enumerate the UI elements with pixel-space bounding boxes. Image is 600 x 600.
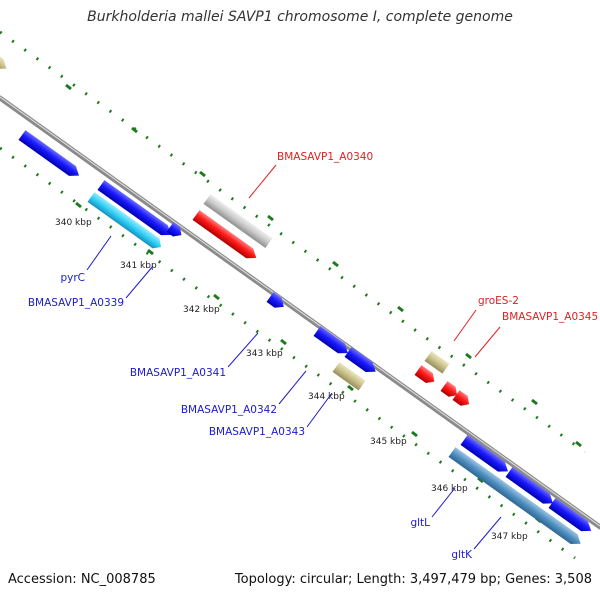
kbp-label-346: 346 kbp [431, 484, 468, 494]
chromosome-backbone [0, 95, 600, 530]
label-gltK[interactable]: gltK [451, 549, 473, 561]
label-gltL[interactable]: gltL [410, 517, 430, 529]
kbp-label-341: 341 kbp [120, 261, 157, 271]
accession-text: Accession: NC_008785 [8, 572, 156, 587]
gene-pyrC[interactable] [87, 192, 165, 252]
label-a0345[interactable]: BMASAVP1_A0345 [502, 311, 598, 323]
gene-small-blue-2[interactable] [266, 292, 288, 312]
gene-a0339-blue[interactable] [97, 180, 175, 240]
gene-features[interactable] [0, 50, 595, 549]
gene-blue-right-1[interactable] [460, 435, 512, 476]
kbp-label-340: 340 kbp [55, 218, 92, 228]
outer-tick-track [0, 30, 586, 454]
label-a0340[interactable]: BMASAVP1_A0340 [277, 151, 373, 163]
gene-a0345-red[interactable] [414, 365, 438, 386]
gene-a0341[interactable] [313, 326, 352, 358]
gene-groES-2[interactable] [424, 351, 450, 374]
gene-gltL-gltK[interactable] [448, 447, 585, 549]
kbp-label-344: 344 kbp [308, 392, 345, 402]
label-a0342[interactable]: BMASAVP1_A0342 [181, 404, 277, 416]
label-groES-2[interactable]: groES-2 [478, 295, 519, 307]
kbp-label-345: 345 kbp [370, 437, 407, 447]
label-a0339[interactable]: BMASAVP1_A0339 [28, 297, 124, 309]
label-a0341[interactable]: BMASAVP1_A0341 [130, 367, 226, 379]
inner-major-ticks [75, 201, 542, 524]
gene-blue-left[interactable] [18, 130, 83, 180]
gene-blue-right-2[interactable] [505, 467, 557, 508]
kbp-label-347: 347 kbp [491, 532, 528, 542]
map-title: Burkholderia mallei SAVP1 chromosome I, … [87, 9, 513, 25]
gene-a0340-gray[interactable] [203, 194, 273, 249]
gene-red-3[interactable] [440, 381, 461, 400]
gene-small-blue-1[interactable] [166, 222, 185, 240]
label-leaders [86, 164, 502, 550]
genome-summary-text: Topology: circular; Length: 3,497,479 bp… [234, 572, 592, 587]
label-pyrC[interactable]: pyrC [60, 272, 85, 284]
inner-tick-track [0, 146, 576, 560]
gene-a0342[interactable] [344, 347, 380, 377]
kbp-label-343: 343 kbp [246, 349, 283, 359]
gene-blue-right-3[interactable] [548, 498, 595, 536]
gene-khaki-edge[interactable] [0, 50, 10, 74]
kbp-label-342: 342 kbp [183, 305, 220, 315]
outer-major-ticks [65, 83, 582, 448]
gene-a0343[interactable] [332, 362, 366, 391]
label-a0343[interactable]: BMASAVP1_A0343 [209, 426, 305, 438]
gene-red-4[interactable] [452, 390, 473, 409]
gene-red-1[interactable] [192, 210, 260, 263]
